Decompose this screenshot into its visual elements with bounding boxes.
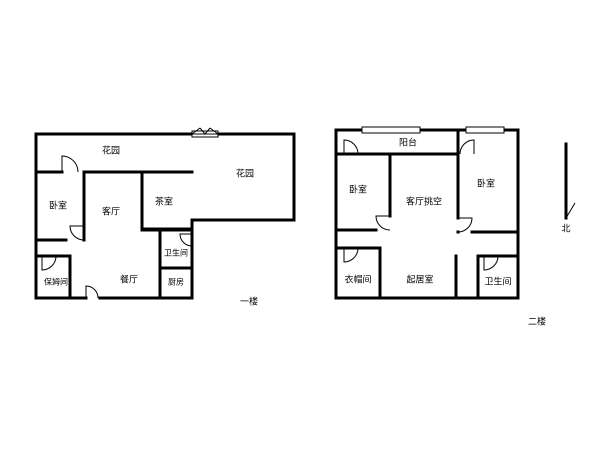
room-label: 客厅挑空	[406, 196, 442, 208]
room-label: 客厅	[102, 206, 120, 218]
room-label: 卫生间	[484, 276, 511, 288]
floor2-bedroom-left-door-icon	[375, 215, 391, 231]
floor-2: 阳台 卧室 客厅挑空 卧室 衣帽间 起居室 卫生间 二楼	[334, 126, 546, 328]
room-label: 保姆间	[44, 277, 68, 287]
floor2-bath-door-icon	[483, 255, 499, 271]
room-label: 卧室	[349, 184, 367, 196]
floor-1: 花园 花园 卧室 客厅 茶室 卫生间 餐厅 厨房 保姆间 一楼	[34, 127, 296, 308]
north-arrow: 北	[561, 142, 576, 235]
floor1-garden-door-icon	[61, 155, 79, 173]
room-label: 阳台	[399, 137, 417, 149]
floor1-entry-door-icon	[191, 127, 219, 135]
room-label: 花园	[236, 168, 254, 180]
floor2-window-right	[465, 126, 505, 134]
room-label: 茶室	[155, 196, 173, 208]
floor2-balcony-door-right-icon	[459, 139, 475, 155]
floor2-label: 二楼	[528, 316, 546, 328]
room-label: 起居室	[406, 274, 433, 286]
room-label: 花园	[102, 145, 120, 157]
floor1-front-door-icon	[85, 285, 99, 299]
floor2-window-left	[361, 126, 421, 134]
room-label: 卧室	[49, 200, 67, 212]
floor2-closet-door-icon	[343, 247, 359, 263]
room-label: 卧室	[477, 178, 495, 190]
floor1-nanny-door-icon	[41, 255, 57, 271]
floor1-label: 一楼	[240, 296, 258, 308]
floor1-bath-door-icon	[179, 233, 193, 247]
floor1-bedroom-door-icon	[69, 225, 85, 241]
room-label: 厨房	[168, 277, 184, 287]
room-label: 衣帽间	[344, 274, 371, 286]
room-label: 餐厅	[120, 274, 138, 286]
floor2-bedroom-right-door-icon	[457, 217, 473, 233]
room-label: 卫生间	[164, 248, 188, 258]
floor2-balcony-door-left-icon	[343, 139, 359, 155]
north-label: 北	[561, 224, 570, 235]
